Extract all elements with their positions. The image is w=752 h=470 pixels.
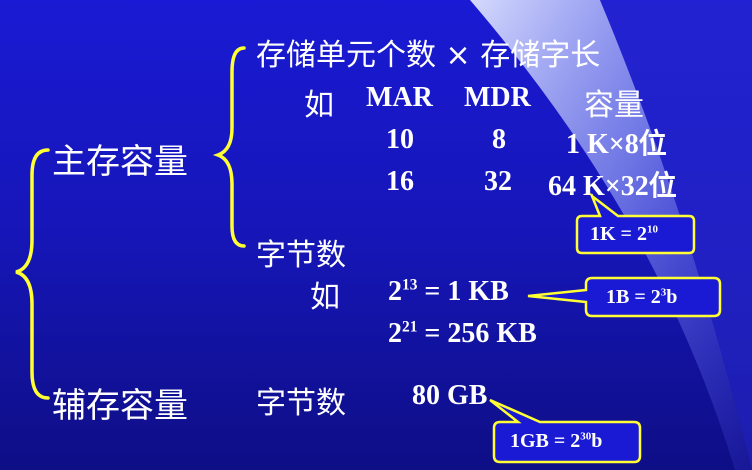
row2-capacity: 64 K×32位 xyxy=(548,171,677,202)
byte-example-word: 如 xyxy=(310,280,340,315)
callout-b-tail: b xyxy=(666,286,678,308)
aux-byte-label: 字节数 xyxy=(256,386,346,421)
callout-k-shape xyxy=(575,192,696,255)
byte-count-label: 字节数 xyxy=(256,238,346,273)
aux-capacity-value: 80 GB xyxy=(412,380,488,411)
callout-gb-text: 1GB = 230b xyxy=(510,430,602,453)
aux-memory-label: 辅存容量 xyxy=(52,386,188,426)
example-word: 如 xyxy=(304,88,334,123)
byte-example-2-base: 2 xyxy=(388,318,402,349)
callout-k-exp: 10 xyxy=(646,223,658,236)
callout-k-text: 1K = 210 xyxy=(590,223,658,246)
byte-example-1-base: 2 xyxy=(388,276,402,307)
byte-example-2-rest: = 256 KB xyxy=(424,318,537,349)
byte-example-1-exp: 13 xyxy=(402,276,418,294)
outer-brace xyxy=(15,148,50,400)
callout-b-exp: 3 xyxy=(660,286,667,299)
callout-gb-exp: 30 xyxy=(580,430,592,443)
byte-example-2: 221 = 256 KB xyxy=(388,318,537,350)
callout-b-text: 1B = 23b xyxy=(606,286,677,309)
byte-example-1: 213 = 1 KB xyxy=(388,276,509,308)
byte-example-2-exp: 21 xyxy=(402,318,418,336)
row1-mdr: 8 xyxy=(492,124,506,155)
callout-gb-tail: b xyxy=(591,430,603,452)
capacity-formula: 存储单元个数 × 存储字长 xyxy=(256,38,601,73)
row2-mdr: 32 xyxy=(484,166,512,197)
callout-gb-shape xyxy=(489,398,642,464)
row1-capacity: 1 K×8位 xyxy=(566,129,667,160)
row1-mar: 10 xyxy=(386,124,414,155)
row2-mar: 16 xyxy=(386,166,414,197)
callout-gb-lhs: 1GB = 2 xyxy=(510,430,581,452)
header-mdr: MDR xyxy=(464,82,531,113)
callout-k-lhs: 1K = 2 xyxy=(590,223,647,245)
inner-brace xyxy=(212,46,246,248)
main-memory-label: 主存容量 xyxy=(52,142,188,182)
callout-b-shape xyxy=(527,276,722,318)
callout-b-lhs: 1B = 2 xyxy=(606,286,661,308)
header-mar: MAR xyxy=(366,82,433,113)
header-capacity: 容量 xyxy=(584,88,644,123)
byte-example-1-rest: = 1 KB xyxy=(424,276,509,307)
